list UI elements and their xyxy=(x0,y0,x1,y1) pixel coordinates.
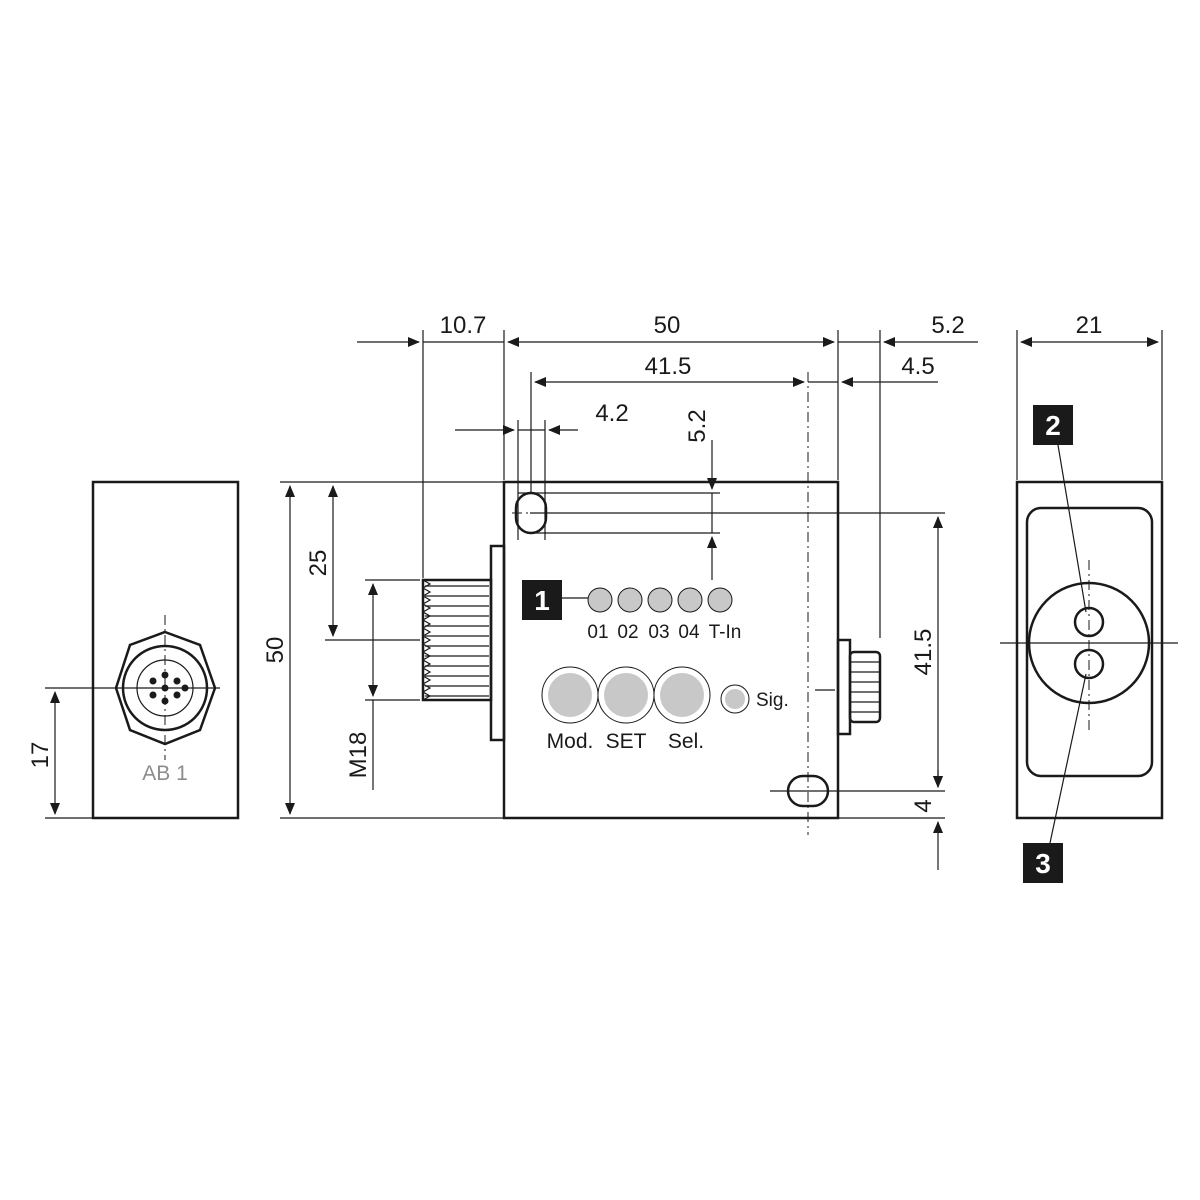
m18-thread xyxy=(421,578,493,702)
led-01 xyxy=(587,587,613,613)
left-side-view: AB 1 17 xyxy=(27,480,240,820)
dim-4-5-label: 4.5 xyxy=(901,353,934,380)
callout-2-label: 2 xyxy=(1045,410,1061,441)
callout-2-box xyxy=(1033,405,1073,445)
dim-5-2-top-label: 5.2 xyxy=(931,312,964,339)
optics-window xyxy=(1025,506,1154,778)
side-connector xyxy=(836,638,882,736)
led-label-03: 03 xyxy=(648,622,669,643)
led-02 xyxy=(617,587,643,613)
dim-4-label: 4 xyxy=(910,799,937,812)
sel-label: Sel. xyxy=(668,730,704,753)
dim-m18-label: M18 xyxy=(345,732,372,779)
led-03 xyxy=(647,587,673,613)
front-view: 1 01 02 03 04 T-In Mod. SET Sel. Sig xyxy=(262,312,978,870)
right-side-view: 21 2 3 xyxy=(1000,312,1178,883)
dim-41-5-top-label: 41.5 xyxy=(645,353,692,380)
dim-10-7-label: 10.7 xyxy=(440,312,487,339)
connector-label: AB 1 xyxy=(142,762,188,785)
callout-3-box xyxy=(1023,843,1063,883)
led-label-04: 04 xyxy=(678,622,700,643)
button-row xyxy=(541,666,750,724)
signal-led xyxy=(725,689,745,709)
mod-label: Mod. xyxy=(547,730,594,753)
led-04 xyxy=(677,587,703,613)
dim-50-top-label: 50 xyxy=(654,312,681,339)
mounting-flange xyxy=(489,544,506,742)
sel-button xyxy=(660,673,704,717)
dim-25-label: 25 xyxy=(305,550,332,577)
dim-41-5-right-label: 41.5 xyxy=(910,629,937,676)
led-row xyxy=(587,587,733,613)
set-label: SET xyxy=(606,730,647,753)
led-label-01: 01 xyxy=(587,622,608,643)
dim-50-left-label: 50 xyxy=(262,637,289,664)
led-label-t-in: T-In xyxy=(709,622,742,643)
mod-button xyxy=(548,673,592,717)
led-label-02: 02 xyxy=(617,622,638,643)
led-t-in xyxy=(707,587,733,613)
dim-21-label: 21 xyxy=(1076,312,1103,339)
dim-5-2-vert-label: 5.2 xyxy=(684,409,711,442)
callout-3-label: 3 xyxy=(1035,848,1051,879)
callout-1-box xyxy=(522,580,562,620)
right-view-body xyxy=(1015,480,1164,820)
dim-4-2-label: 4.2 xyxy=(595,400,628,427)
left-view-body xyxy=(91,480,240,820)
callout-1-label: 1 xyxy=(534,585,550,616)
signal-label: Sig. xyxy=(756,690,789,711)
set-button xyxy=(604,673,648,717)
dim-17-label: 17 xyxy=(27,742,54,769)
